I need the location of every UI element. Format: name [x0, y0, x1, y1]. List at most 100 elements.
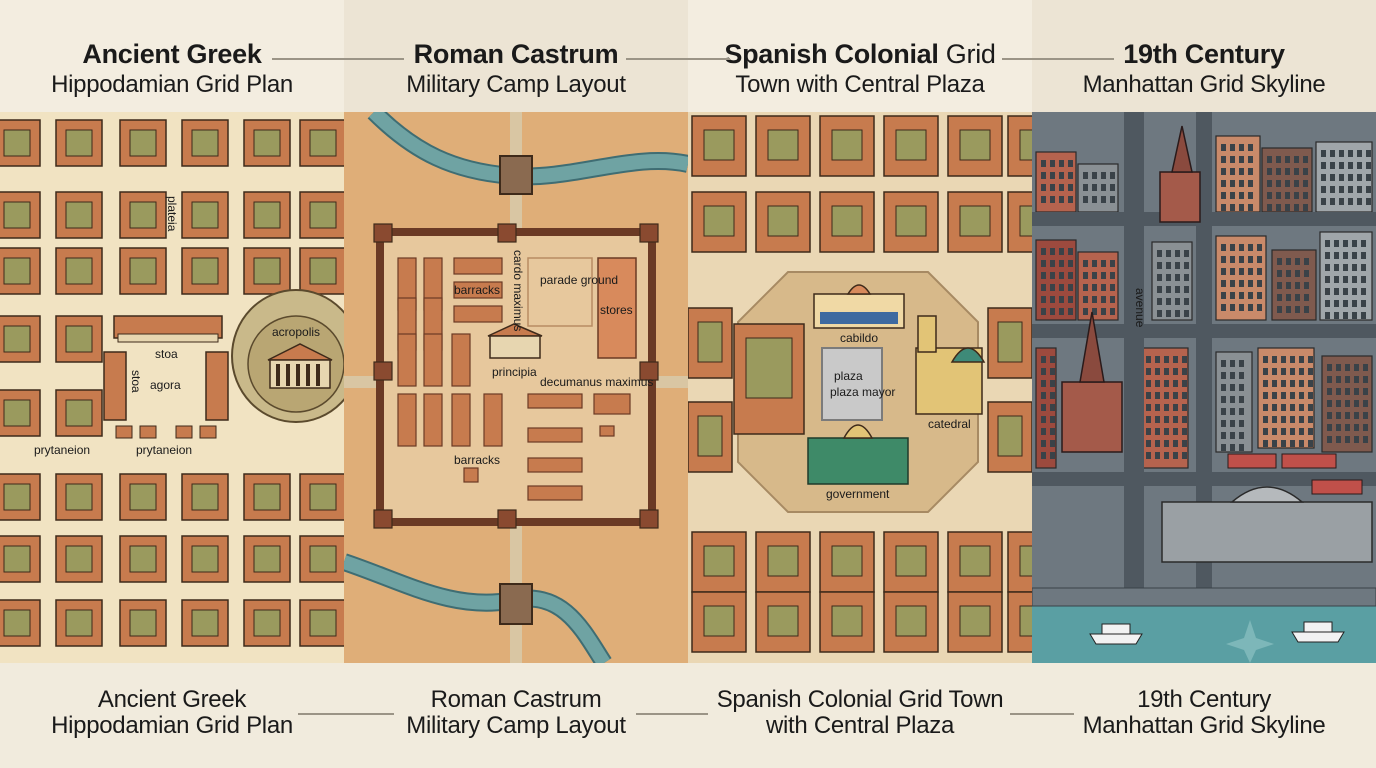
- window: [1155, 404, 1160, 411]
- footer-manhattan-line2: Manhattan Grid Skyline: [1082, 712, 1326, 739]
- barracks-block: [423, 393, 443, 447]
- window: [1230, 420, 1235, 427]
- window: [1352, 276, 1357, 283]
- block-courtyard: [895, 605, 927, 637]
- small-building: [139, 425, 157, 439]
- window: [1050, 172, 1055, 179]
- city-block: [243, 247, 291, 295]
- window: [1050, 196, 1055, 203]
- window: [1267, 180, 1272, 187]
- window: [1157, 298, 1162, 305]
- window: [1173, 392, 1178, 399]
- window: [1221, 408, 1226, 415]
- window: [1110, 260, 1115, 267]
- block-courtyard: [191, 609, 219, 637]
- window: [1050, 392, 1055, 399]
- window: [1366, 162, 1371, 169]
- window: [1230, 156, 1235, 163]
- block-courtyard: [65, 399, 93, 427]
- header-spanish-title-rest: Grid: [938, 39, 996, 69]
- block-courtyard: [3, 483, 31, 511]
- window: [1230, 268, 1235, 275]
- window: [1173, 452, 1178, 459]
- window: [1308, 440, 1313, 447]
- manhattan-map: avenue: [1032, 112, 1376, 663]
- plaza-mayor: [821, 347, 883, 421]
- panel-greek: stoa agora acropolis prytaneion prytanei…: [0, 112, 344, 663]
- block-courtyard: [895, 129, 927, 161]
- window: [1357, 186, 1362, 193]
- window: [1285, 156, 1290, 163]
- label-plaza-mayor-1: plaza: [834, 369, 863, 383]
- window: [1041, 440, 1046, 447]
- panel-spanish: cabildo plaza plaza mayor catedral gover…: [688, 112, 1032, 663]
- window: [1146, 356, 1151, 363]
- barracks-block: [451, 393, 471, 447]
- window: [1068, 284, 1073, 291]
- block-courtyard: [191, 201, 219, 229]
- footer-spanish-line2: with Central Plaza: [765, 712, 955, 739]
- window: [1354, 376, 1359, 383]
- avenue-street: [1124, 112, 1144, 592]
- tower: [373, 223, 393, 243]
- window: [1327, 400, 1332, 407]
- window: [1357, 174, 1362, 181]
- window: [1041, 416, 1046, 423]
- window: [1366, 198, 1371, 205]
- window: [1263, 440, 1268, 447]
- barracks-block: [423, 333, 443, 387]
- window: [1361, 252, 1366, 259]
- header-spanish-subtitle: Town with Central Plaza: [735, 71, 985, 98]
- window: [1155, 392, 1160, 399]
- block-courtyard: [767, 545, 799, 577]
- window: [1101, 260, 1106, 267]
- window: [1327, 424, 1332, 431]
- block-courtyard: [1019, 205, 1032, 237]
- window: [1155, 380, 1160, 387]
- window: [1354, 412, 1359, 419]
- window: [1092, 308, 1097, 315]
- window: [1272, 368, 1277, 375]
- window: [1164, 440, 1169, 447]
- window: [1041, 260, 1046, 267]
- window: [1221, 144, 1226, 151]
- block-courtyard: [65, 129, 93, 157]
- window: [1041, 172, 1046, 179]
- block-courtyard: [309, 609, 337, 637]
- window: [1166, 262, 1171, 269]
- window: [1295, 306, 1300, 313]
- block-courtyard: [767, 605, 799, 637]
- window: [1146, 428, 1151, 435]
- window: [1175, 310, 1180, 317]
- block-courtyard: [3, 545, 31, 573]
- window: [1068, 260, 1073, 267]
- window: [1110, 296, 1115, 303]
- window: [1184, 310, 1189, 317]
- block-courtyard: [253, 545, 281, 573]
- west-civic-courtyard: [745, 337, 793, 399]
- window: [1175, 274, 1180, 281]
- window: [1221, 268, 1226, 275]
- window: [1164, 416, 1169, 423]
- header-manhattan: 19th Century Manhattan Grid Skyline: [1032, 0, 1376, 112]
- window: [1068, 296, 1073, 303]
- window: [1184, 274, 1189, 281]
- window: [1295, 270, 1300, 277]
- header-roman-subtitle: Military Camp Layout: [406, 71, 626, 98]
- window: [1345, 436, 1350, 443]
- cathedral-icon: [1061, 311, 1123, 453]
- window: [1050, 380, 1055, 387]
- footer-spanish-line1: Spanish Colonial Grid Town: [716, 686, 1004, 713]
- window: [1110, 196, 1115, 203]
- block-courtyard: [959, 545, 991, 577]
- stores-building: [597, 257, 637, 359]
- window: [1285, 168, 1290, 175]
- window: [1230, 408, 1235, 415]
- window: [1239, 256, 1244, 263]
- window: [1041, 184, 1046, 191]
- window: [1092, 184, 1097, 191]
- window: [1182, 428, 1187, 435]
- block-courtyard: [65, 325, 93, 353]
- window: [1239, 304, 1244, 311]
- window: [1182, 416, 1187, 423]
